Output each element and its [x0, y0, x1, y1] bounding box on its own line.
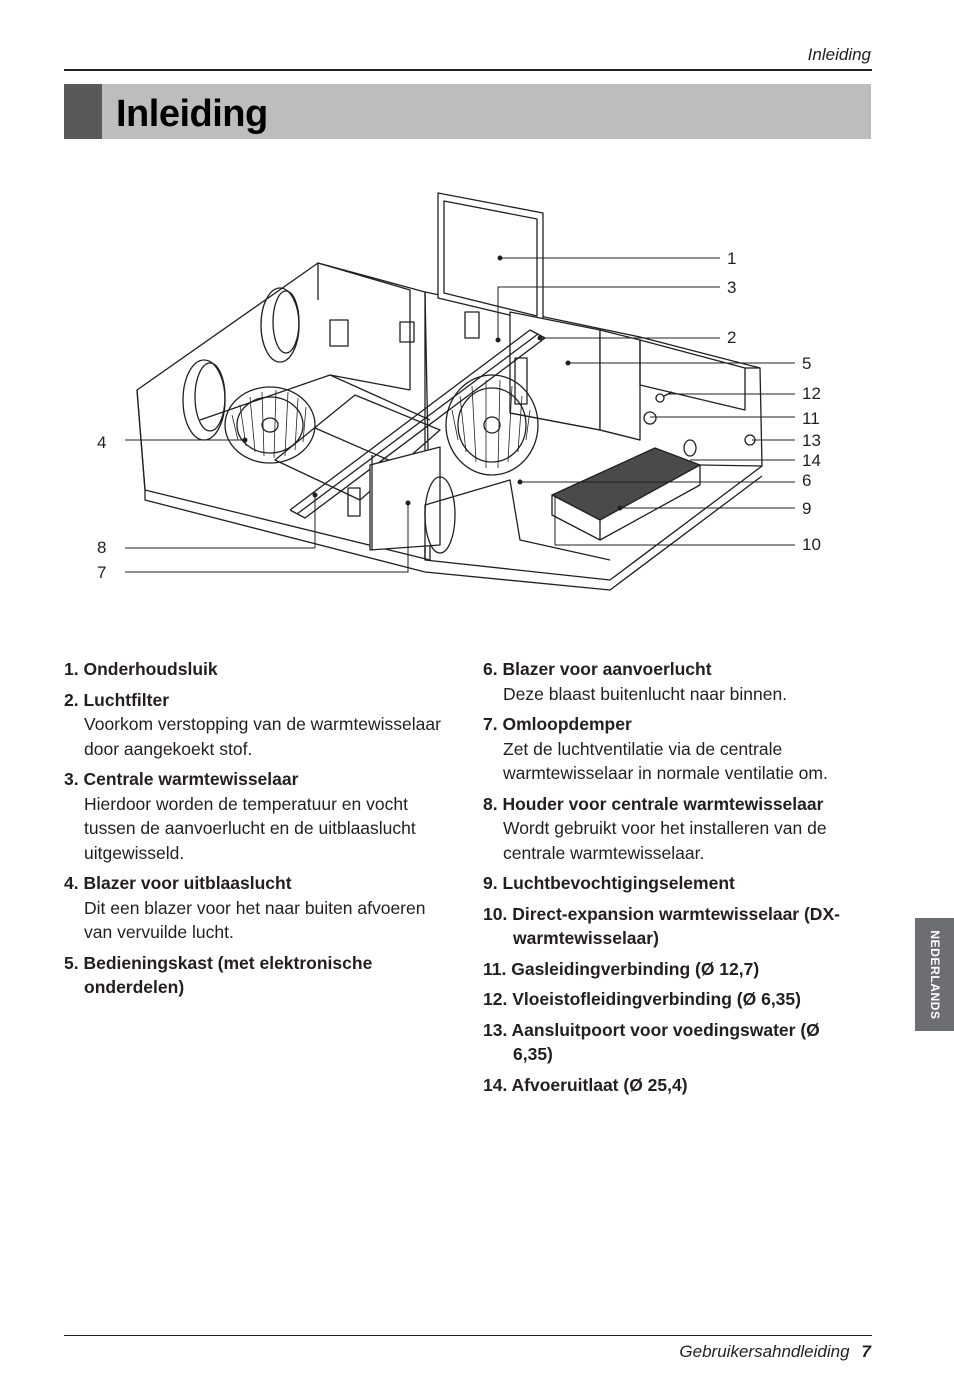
unit-diagram: 1 3 2 5 12 11 13 14 6 9 10 4 8 7 [0, 180, 954, 600]
callout-3: 3 [727, 278, 737, 297]
item-title: 1. Onderhoudsluik [64, 659, 218, 679]
page-title: Inleiding [116, 93, 268, 135]
page-footer: Gebruikersahndleiding 7 [679, 1342, 871, 1362]
item-title: 7. Omloopdemper [483, 714, 632, 734]
language-tab-label: NEDERLANDS [927, 929, 942, 1020]
list-item: 3. Centrale warmtewisselaar Hierdoor wor… [64, 767, 454, 865]
component-list-left: 1. Onderhoudsluik 2. Luchtfilter Voorkom… [64, 657, 454, 1006]
list-item: 4. Blazer voor uitblaaslucht Dit een bla… [64, 871, 454, 945]
central-heat-exchanger [274, 394, 441, 501]
liquid-pipe-connection [655, 393, 665, 403]
list-item: 11. Gasleidingverbinding (Ø 12,7) [483, 957, 863, 982]
item-title: 9. Luchtbevochtigingselement [483, 873, 735, 893]
callout-2: 2 [727, 328, 737, 347]
header-rule [64, 69, 872, 71]
item-title: 13. Aansluitpoort voor voedingswater (Ø … [483, 1019, 820, 1065]
list-item: 5. Bedieningskast (met elektronische ond… [64, 951, 454, 1000]
item-description: Zet de luchtventilatie via de centrale w… [503, 738, 828, 784]
callout-14: 14 [802, 451, 821, 470]
callout-11: 11 [802, 409, 820, 428]
duct-opening-2 [260, 287, 300, 363]
item-title: 3. Centrale warmtewisselaar [64, 769, 299, 789]
item-title: 6. Blazer voor aanvoerlucht [483, 659, 712, 679]
drain-outlet [683, 439, 697, 457]
item-title: 12. Vloeistofleidingverbinding (Ø 6,35) [483, 989, 801, 1009]
callout-6: 6 [802, 471, 812, 490]
list-item: 14. Afvoeruitlaat (Ø 25,4) [483, 1073, 863, 1098]
language-tab: NEDERLANDS [915, 918, 954, 1031]
list-item: 10. Direct-expansion warmtewisselaar (DX… [483, 902, 863, 951]
list-item: 1. Onderhoudsluik [64, 657, 454, 682]
item-description: Voorkom verstopping van de warmtewissela… [84, 714, 441, 759]
title-bar: Inleiding [64, 84, 871, 139]
callout-10: 10 [802, 535, 821, 554]
item-title: 5. Bedieningskast (met elektronische ond… [64, 952, 373, 998]
callout-9: 9 [802, 499, 812, 518]
running-header: Inleiding [807, 45, 871, 64]
gas-pipe-connection [643, 411, 657, 425]
bypass-damper [369, 446, 441, 551]
item-description: Dit een blazer voor het naar buiten afvo… [84, 897, 426, 943]
list-item: 8. Houder voor centrale warmtewisselaar … [483, 792, 863, 866]
item-description: Deze blaast buitenlucht naar binnen. [503, 683, 788, 704]
list-item: 9. Luchtbevochtigingselement [483, 871, 863, 896]
supply-blower [445, 374, 539, 476]
leader-lines [125, 255, 795, 573]
callout-12: 12 [802, 384, 821, 403]
callout-8: 8 [97, 538, 107, 557]
callout-1: 1 [727, 249, 737, 268]
item-title: 8. Houder voor centrale warmtewisselaar [483, 793, 824, 814]
list-item: 13. Aansluitpoort voor voedingswater (Ø … [483, 1018, 863, 1067]
item-description: Wordt gebruikt voor het installeren van … [503, 818, 827, 863]
item-title: 14. Afvoeruitlaat (Ø 25,4) [483, 1074, 688, 1095]
item-title: 10. Direct-expansion warmtewisselaar (DX… [483, 903, 840, 949]
item-title: 4. Blazer voor uitblaaslucht [64, 873, 292, 893]
exhaust-blower [224, 386, 316, 464]
callout-13: 13 [802, 431, 821, 450]
callout-7: 7 [97, 563, 107, 582]
page-number: 7 [861, 1342, 871, 1361]
list-item: 6. Blazer voor aanvoerlucht Deze blaast … [483, 657, 863, 706]
title-block-accent [64, 84, 102, 139]
callout-4: 4 [97, 433, 107, 452]
item-title: 11. Gasleidingverbinding (Ø 12,7) [483, 958, 760, 979]
footer-rule [64, 1335, 872, 1336]
unit-drawing [125, 192, 795, 591]
list-item: 7. Omloopdemper Zet de luchtventilatie v… [483, 712, 863, 786]
component-list-right: 6. Blazer voor aanvoerlucht Deze blaast … [483, 657, 863, 1103]
list-item: 12. Vloeistofleidingverbinding (Ø 6,35) [483, 987, 863, 1012]
list-item: 2. Luchtfilter Voorkom verstopping van d… [64, 688, 454, 762]
footer-text: Gebruikersahndleiding [679, 1342, 850, 1361]
item-description: Hierdoor worden de temperatuur en vocht … [84, 793, 416, 863]
item-title: 2. Luchtfilter [64, 689, 170, 710]
callout-5: 5 [802, 354, 812, 373]
